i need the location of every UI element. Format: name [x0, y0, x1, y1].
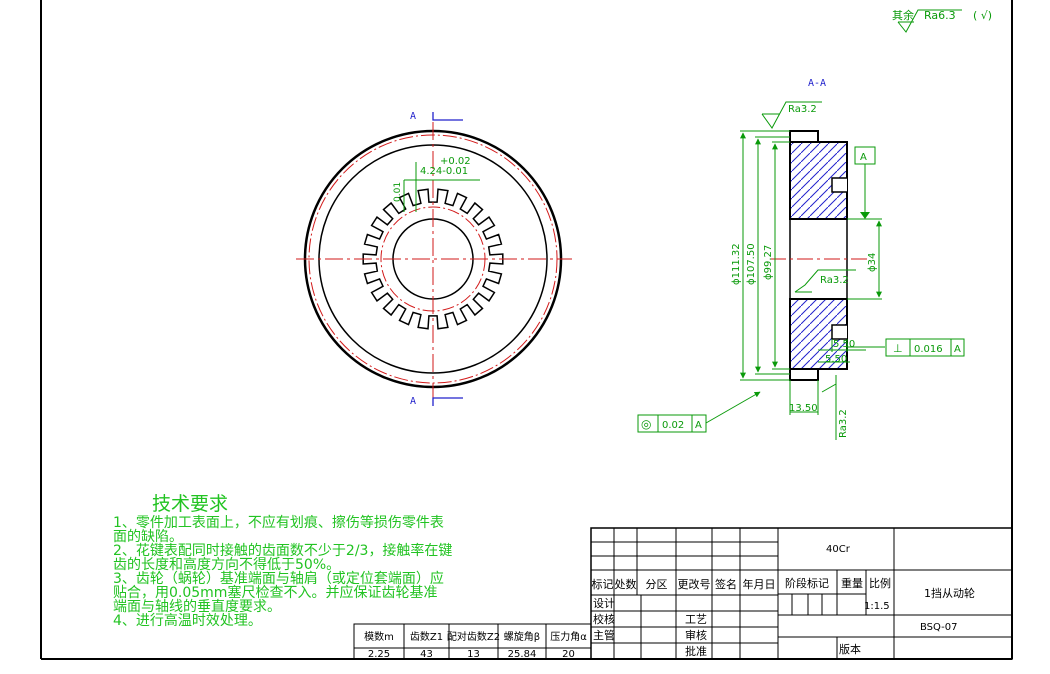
spline-profile: [362, 188, 504, 330]
role-label: 工艺: [685, 613, 707, 626]
surface-roughness-value: Ra6.3: [924, 9, 956, 22]
gear-table-value: 13: [467, 649, 480, 660]
tech-line: 贴合，用0.05mm塞尺检查不入。并应保证齿轮基准: [113, 584, 437, 601]
dim-outer-diameter: ϕ111.32: [731, 243, 742, 285]
tech-line: 3、齿轮（蜗轮）基准端面与轴肩（或定位套端面）应: [113, 570, 444, 587]
dim-root-diameter: ϕ99.27: [763, 245, 774, 280]
revision-header: 标记: [592, 577, 614, 591]
title-block: 标记处数分区更改号签名年月日阶段标记重量比例设计校核主管工艺审核批准 40Cr …: [590, 527, 1013, 660]
concentricity-ref: A: [695, 420, 702, 431]
section-title: A-A: [808, 78, 826, 89]
role-label: 校核: [593, 612, 615, 626]
tech-line: 4、进行高温时效处理。: [113, 612, 262, 629]
gear-table-value: 20: [562, 649, 575, 660]
concentricity-icon: ◎: [641, 417, 651, 431]
role-label: 设计: [593, 597, 615, 610]
surface-roughness-check: ( √): [973, 9, 992, 22]
front-view: A A +0.02 4.24-0.01 0.01: [296, 111, 572, 407]
section-view: A-A ϕ111.32 ϕ107.50 ϕ99.27 ϕ34: [637, 78, 965, 440]
stage-header: 重量: [841, 576, 863, 590]
tech-line: 2、花键表配同时接触的齿面数不少于2/3，接触率在键: [113, 542, 452, 559]
datum-label: A: [860, 152, 867, 163]
dim-groove-width: 5.50: [833, 339, 855, 350]
dim-tooth-width: 13.50: [789, 403, 818, 414]
tech-line: 1、零件加工表面上，不应有划痕、擦伤等损伤零件表: [113, 514, 444, 531]
section-mark-bottom: A: [410, 396, 416, 407]
roughness-top: Ra3.2: [788, 104, 817, 115]
perpendicularity-value: 0.016: [914, 344, 943, 355]
revision-header: 处数: [615, 578, 637, 591]
dim-groove-depth: 5.50: [825, 354, 847, 365]
revision-header: 年月日: [743, 577, 776, 591]
dim-bore-diameter: ϕ34: [867, 253, 878, 272]
version-label: 版本: [839, 642, 861, 656]
perpendicularity-ref: A: [954, 344, 961, 355]
gear-table-value: 43: [420, 649, 433, 660]
gear-table-header: 模数m: [364, 630, 394, 643]
tech-line: 端面与轴线的垂直度要求。: [113, 598, 281, 615]
stage-header: 比例: [869, 576, 891, 590]
gear-table-header: 齿数Z1: [410, 630, 443, 643]
gear-parameter-table: 模数m 齿数Z1 配对齿数Z2 螺旋角β 压力角α 2.25 43 13 25.84 20: [353, 623, 592, 660]
roughness-face: Ra3.2: [838, 409, 849, 438]
perpendicularity-icon: ⊥: [893, 342, 903, 355]
revision-header: 更改号: [678, 577, 711, 591]
gear-table-header: 配对齿数Z2: [447, 630, 500, 643]
key-width-tol-lower: 4.24-0.01: [420, 166, 468, 177]
roughness-bore: Ra3.2: [820, 275, 849, 286]
key-depth-dim: 0.01: [393, 182, 403, 202]
key-width-tol-upper: +0.02: [440, 156, 471, 167]
gear-table-value: 2.25: [368, 649, 390, 660]
drawing-number: BSQ-07: [920, 622, 958, 633]
revision-header: 分区: [646, 578, 668, 591]
concentricity-value: 0.02: [662, 420, 684, 431]
surface-roughness-note: 其余 Ra6.3 ( √): [892, 8, 992, 33]
technical-requirements: 技术要求 1、零件加工表面上，不应有划痕、擦伤等损伤零件表 面的缺陷。2、花键表…: [113, 493, 452, 629]
material-label: 40Cr: [826, 544, 851, 555]
tech-title: 技术要求: [152, 493, 228, 515]
surface-note-label: 其余: [892, 8, 914, 22]
tech-line: 齿的长度和高度方向不得低于50%。: [113, 556, 340, 573]
role-label: 主管: [593, 628, 615, 642]
tech-line: 面的缺陷。: [113, 529, 183, 545]
part-name: 1挡从动轮: [924, 586, 975, 600]
section-mark-top: A: [410, 111, 416, 122]
role-label: 审核: [685, 628, 707, 642]
scale-value: 1:1.5: [864, 601, 890, 612]
role-label: 批准: [685, 644, 707, 658]
gear-table-value: 25.84: [508, 649, 537, 660]
gear-table-header: 压力角α: [550, 630, 587, 643]
dim-pitch-diameter: ϕ107.50: [746, 243, 757, 285]
revision-header: 签名: [715, 577, 737, 591]
stage-header: 阶段标记: [785, 576, 829, 590]
gear-table-header: 螺旋角β: [504, 630, 540, 643]
